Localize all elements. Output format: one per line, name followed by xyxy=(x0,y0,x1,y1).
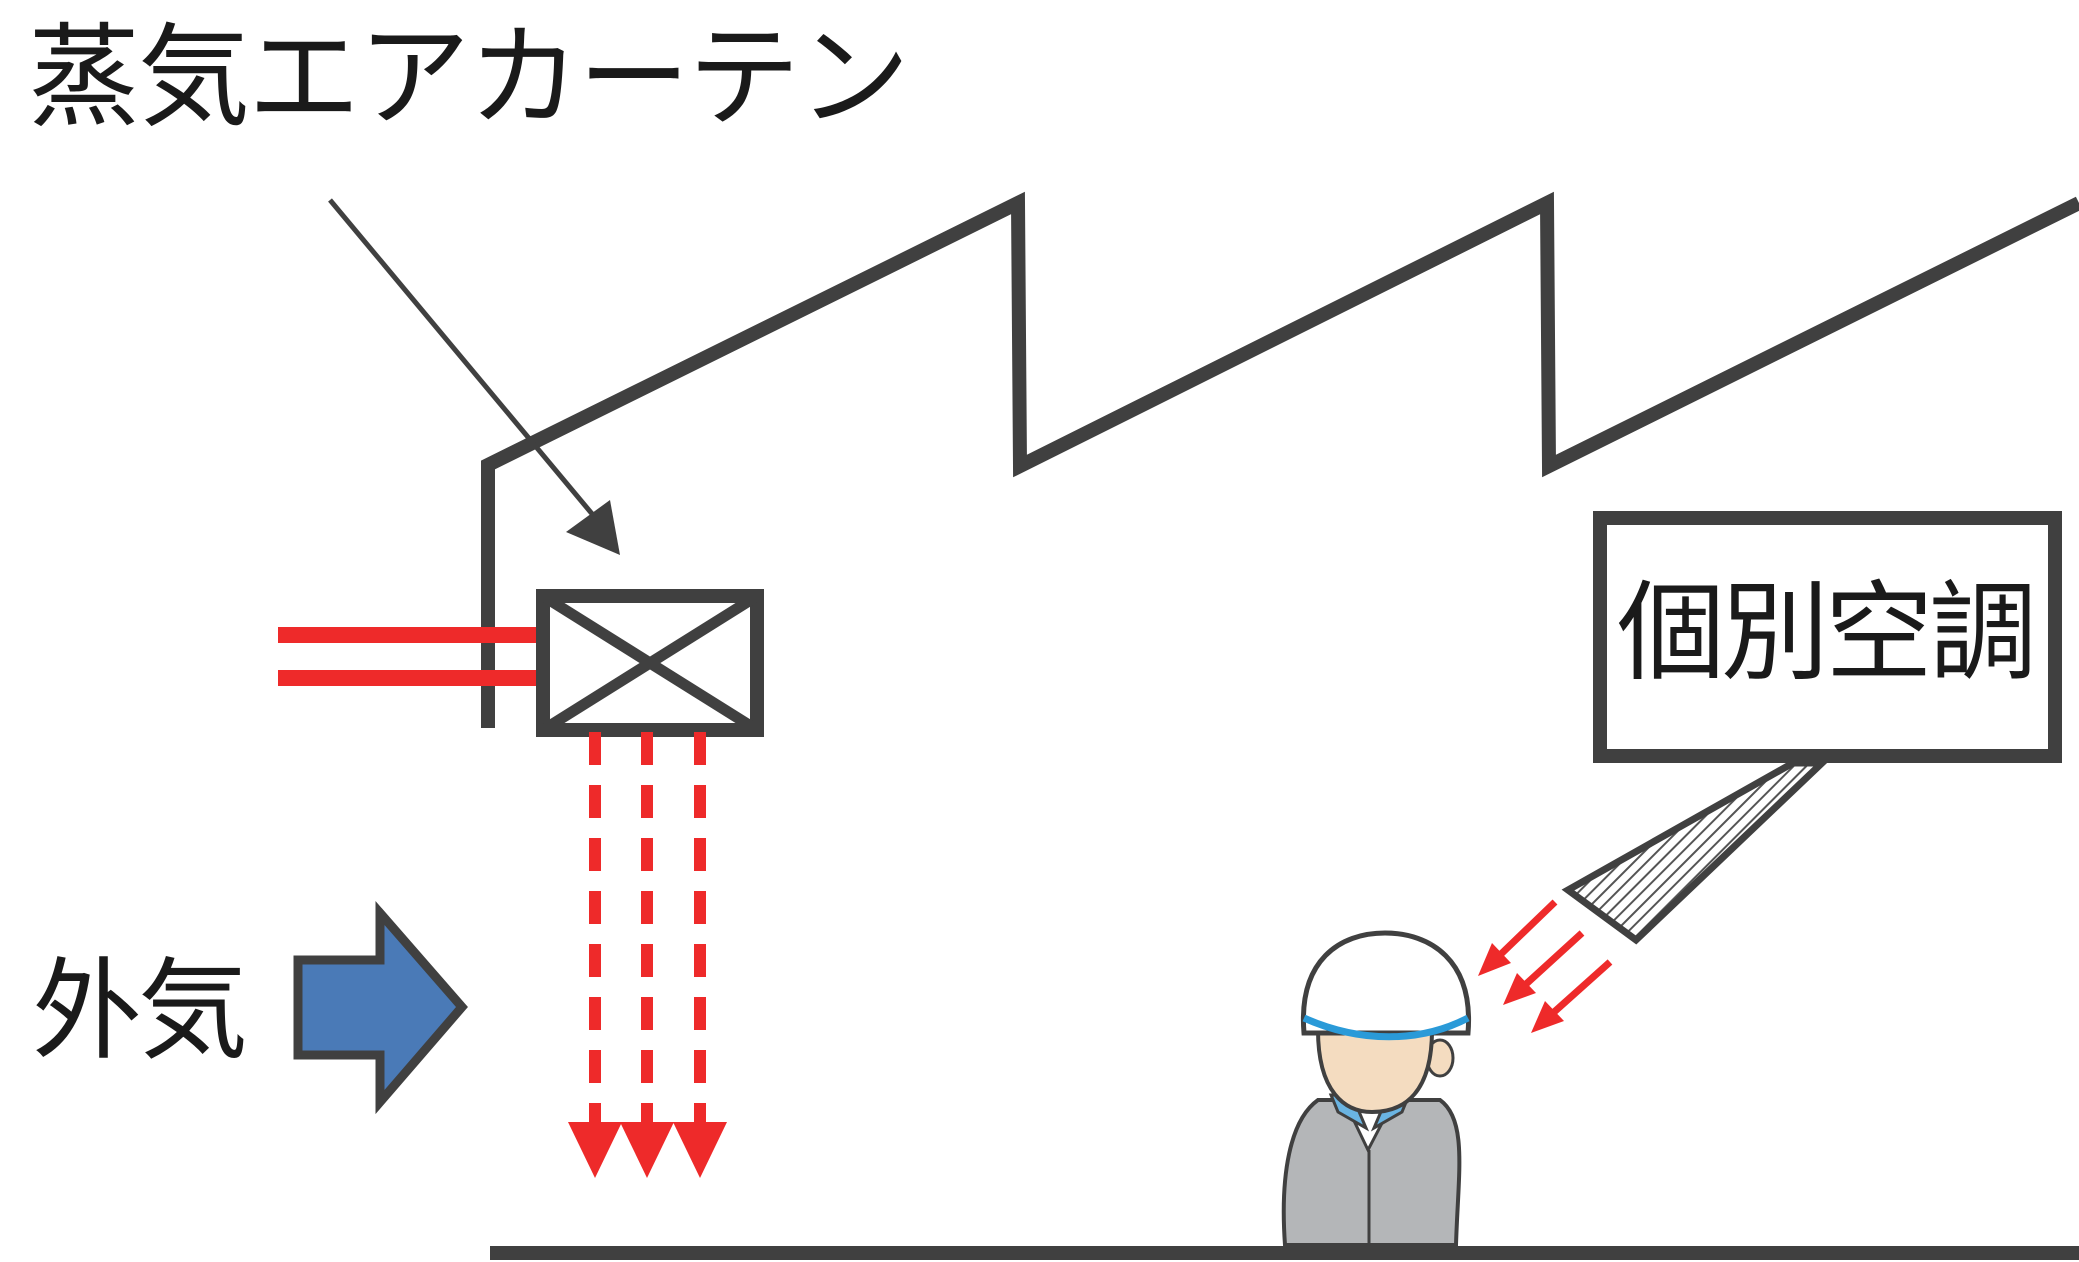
steam-air-curtain-unit-icon xyxy=(536,589,764,737)
outside-air-label: 外気 xyxy=(32,947,248,1075)
factory-outline-icon xyxy=(481,191,2079,728)
individual-ac-label: 個別空調 xyxy=(1617,571,2037,696)
curtain-airflow-arrows xyxy=(568,732,727,1178)
pointer-arrow-icon xyxy=(328,198,620,555)
spot-airflow-arrows xyxy=(1478,899,1613,1033)
steam-pipe-icon xyxy=(278,627,540,686)
steam-air-curtain-label: 蒸気エアカーテン xyxy=(28,13,910,143)
individual-ac-box xyxy=(1593,511,2062,763)
worker-with-helmet-icon xyxy=(1281,930,1472,1247)
spot-cooler-duct-icon xyxy=(1561,759,1831,945)
block-arrow-right-icon xyxy=(293,900,468,1115)
